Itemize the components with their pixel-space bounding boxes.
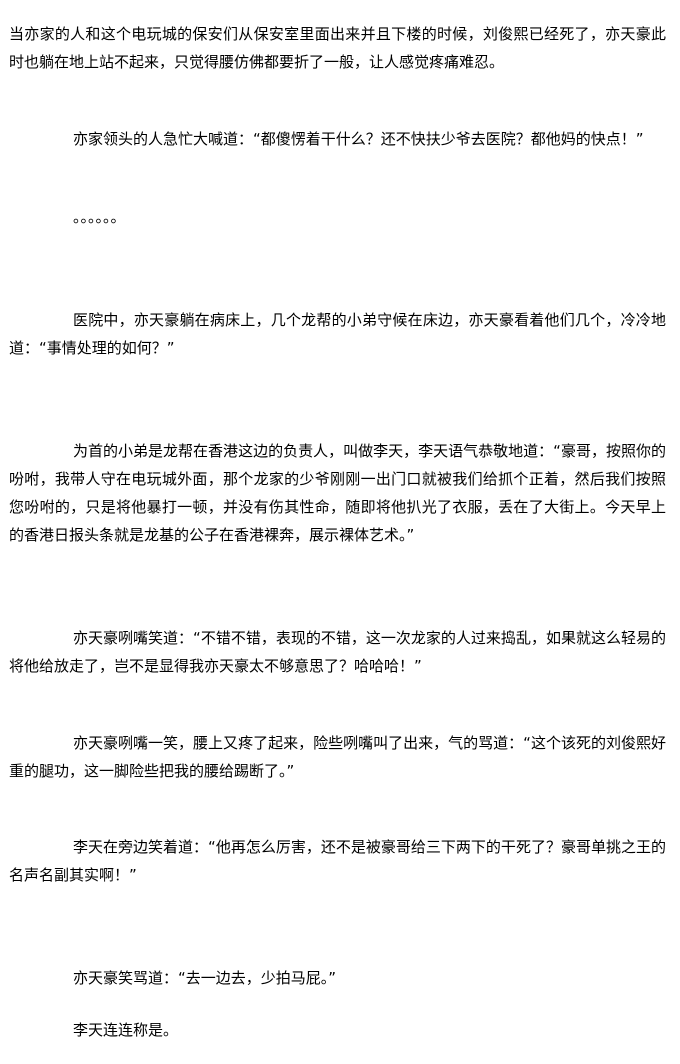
paragraph-7: 亦天豪咧嘴一笑，腰上又疼了起来，险些咧嘴叫了出来，气的骂道：“这个该死的刘俊熙好… bbox=[9, 734, 666, 780]
paragraph-8: 李天在旁边笑着道：“他再怎么厉害，还不是被豪哥给三下两下的干死了？豪哥单挑之王的… bbox=[9, 838, 666, 884]
paragraph-6: 亦天豪咧嘴笑道：“不错不错，表现的不错，这一次龙家的人过来捣乱，如果就这么轻易的… bbox=[9, 629, 666, 675]
paragraph-1: 当亦家的人和这个电玩城的保安们从保安室里面出来并且下楼的时候，刘俊熙已经死了，亦… bbox=[9, 25, 666, 71]
paragraph-10: 李天连连称是。 bbox=[73, 1021, 179, 1039]
paragraph-9: 亦天豪笑骂道：“去一边去，少拍马屁。” bbox=[73, 969, 337, 987]
paragraph-5: 为首的小弟是龙帮在香港这边的负责人，叫做李天，李天语气恭敬地道：“豪哥，按照你的… bbox=[9, 442, 666, 544]
paragraph-2: 亦家领头的人急忙大喊道：“都傻愣着干什么？还不快扶少爷去医院？都他妈的快点！” bbox=[73, 130, 644, 148]
paragraph-4: 医院中，亦天豪躺在病床上，几个龙帮的小弟守候在床边，亦天豪看着他们几个，冷冷地道… bbox=[9, 311, 666, 357]
paragraph-3: 。。。。。。 bbox=[73, 208, 126, 226]
